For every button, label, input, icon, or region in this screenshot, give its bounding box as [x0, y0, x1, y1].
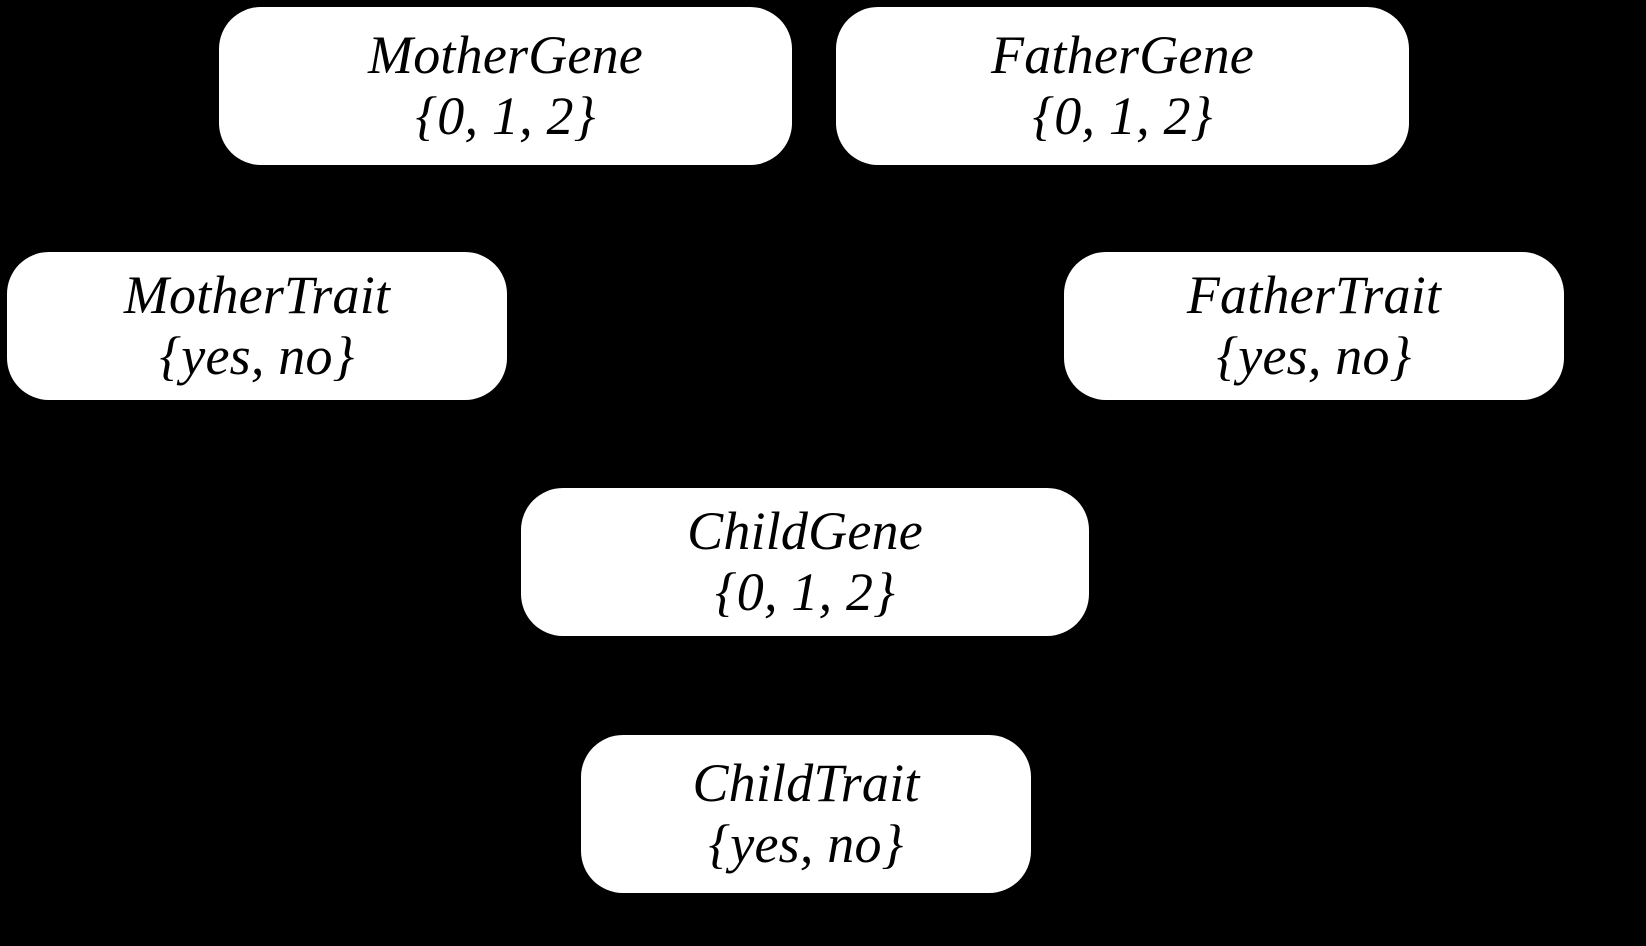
- node-father-gene-domain: {0, 1, 2}: [1032, 86, 1213, 146]
- node-father-gene[interactable]: FatherGene {0, 1, 2}: [836, 7, 1409, 165]
- node-child-gene-domain: {0, 1, 2}: [715, 562, 895, 622]
- node-mother-trait-title: MotherTrait: [123, 264, 391, 325]
- node-mother-trait-domain: {yes, no}: [159, 326, 355, 386]
- node-child-gene[interactable]: ChildGene {0, 1, 2}: [521, 488, 1089, 636]
- node-father-trait-title: FatherTrait: [1186, 264, 1442, 325]
- node-child-trait[interactable]: ChildTrait {yes, no}: [581, 735, 1031, 893]
- node-mother-gene-title: MotherGene: [368, 24, 643, 85]
- node-mother-trait[interactable]: MotherTrait {yes, no}: [7, 252, 507, 400]
- node-child-trait-domain: {yes, no}: [708, 814, 904, 874]
- node-mother-gene-domain: {0, 1, 2}: [415, 86, 596, 146]
- node-child-gene-title: ChildGene: [687, 500, 923, 561]
- node-child-trait-title: ChildTrait: [692, 752, 920, 813]
- node-father-trait-domain: {yes, no}: [1216, 326, 1412, 386]
- node-mother-gene[interactable]: MotherGene {0, 1, 2}: [219, 7, 792, 165]
- node-father-gene-title: FatherGene: [991, 24, 1254, 85]
- node-father-trait[interactable]: FatherTrait {yes, no}: [1064, 252, 1564, 400]
